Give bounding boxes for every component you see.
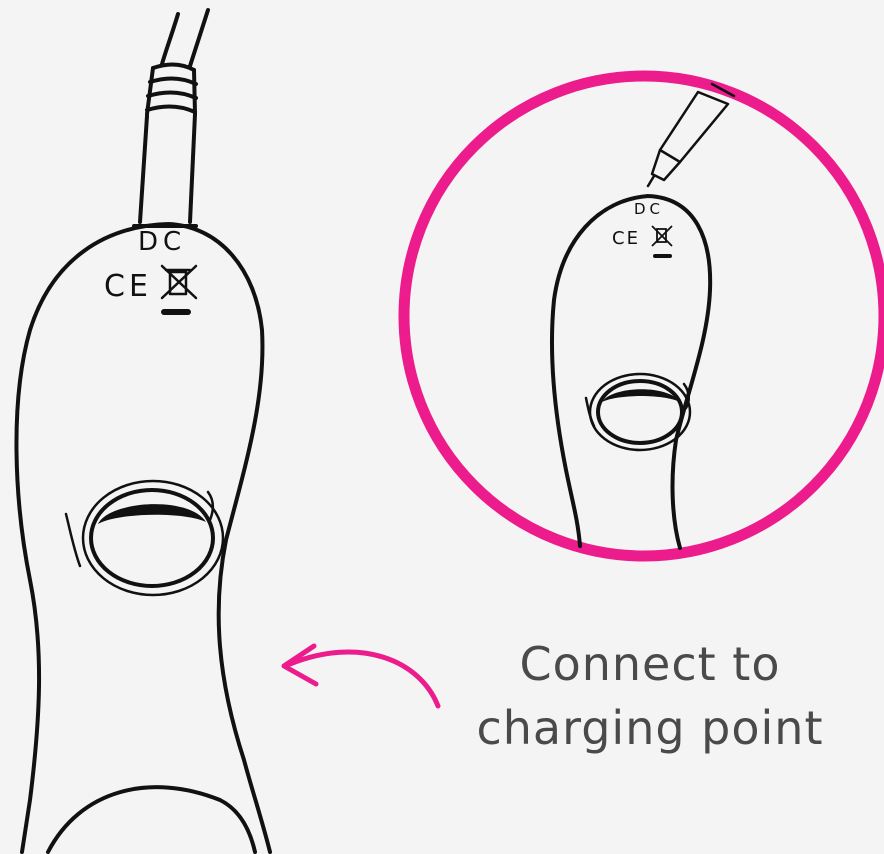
dc-marking: DC xyxy=(138,227,186,257)
magnifier-circle: DC CE xyxy=(404,76,884,556)
plug-ridges xyxy=(147,64,196,114)
plug-barrel xyxy=(140,114,195,222)
dc-marking: DC xyxy=(634,200,664,218)
device-base xyxy=(48,787,255,852)
weee-bin-icon xyxy=(162,266,196,298)
weee-bin-icon xyxy=(652,226,672,246)
cable-line xyxy=(162,14,178,64)
cable-line xyxy=(190,10,208,66)
charging-cable-plug xyxy=(648,84,734,186)
device-small-opening xyxy=(586,374,690,450)
caption-line-1: Connect to xyxy=(440,632,860,696)
device-outline xyxy=(16,224,270,852)
ce-marking: CE xyxy=(612,228,640,249)
caption-line-2: charging point xyxy=(440,696,860,760)
ce-marking: CE xyxy=(104,269,152,304)
device-large: DC CE xyxy=(16,10,270,852)
device-opening xyxy=(66,481,223,595)
curved-arrow-icon xyxy=(284,646,438,706)
caption: Connect to charging point xyxy=(440,632,860,760)
